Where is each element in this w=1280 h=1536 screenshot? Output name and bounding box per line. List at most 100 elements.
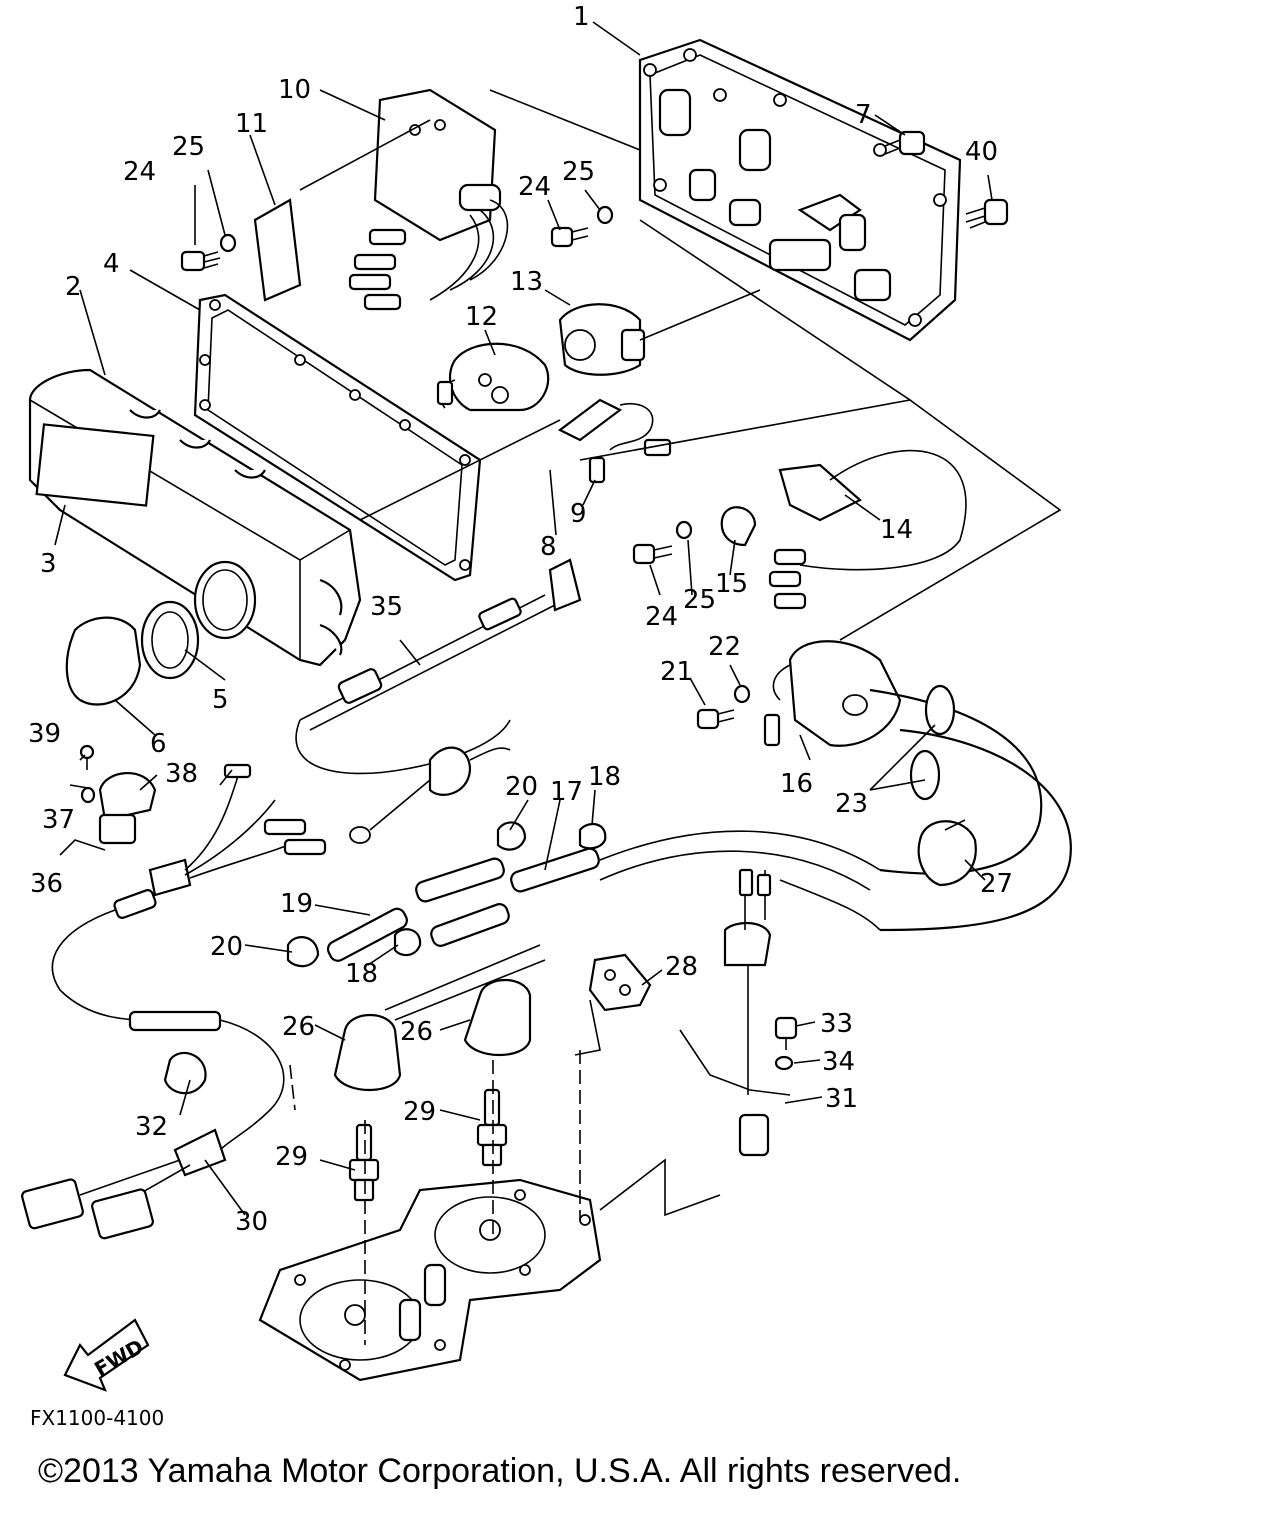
clamp-18-top <box>578 822 607 850</box>
callout-26-right: 26 <box>400 1017 433 1047</box>
part-9-fuse <box>588 456 606 484</box>
part-6-cap <box>65 616 142 706</box>
callout-19: 19 <box>280 889 313 919</box>
part-35-cable <box>295 558 582 775</box>
clamp-20-top <box>496 821 527 851</box>
washer-25-left <box>219 233 237 253</box>
grommet-wire <box>349 746 511 844</box>
callout-25-left: 25 <box>172 132 205 162</box>
callout-11: 11 <box>235 109 268 139</box>
callout-24-right: 24 <box>645 602 678 632</box>
callout-18-top: 18 <box>588 762 621 792</box>
part-15-clamp <box>720 506 757 547</box>
callout-26-left: 26 <box>282 1012 315 1042</box>
callout-15: 15 <box>715 569 748 599</box>
part-16-coil <box>763 640 902 747</box>
washer-34 <box>774 1055 794 1071</box>
callout-30: 30 <box>235 1207 268 1237</box>
part-1-electrical-box <box>638 38 962 342</box>
callout-25-right: 25 <box>683 585 716 615</box>
clamp-20-bottom <box>286 936 320 968</box>
part-23-leads <box>869 684 1072 932</box>
bolt-7 <box>884 130 926 156</box>
clamp-18-bottom <box>393 928 422 957</box>
bolt-24-mid <box>550 226 589 248</box>
callout-14: 14 <box>880 515 913 545</box>
bolt-21 <box>696 708 735 730</box>
diagram-code: FX1100-4100 <box>30 1406 164 1430</box>
part-2-cover <box>28 368 362 667</box>
part-5-ring <box>140 600 200 680</box>
callout-39: 39 <box>28 719 61 749</box>
callout-25-mid: 25 <box>562 157 595 187</box>
part-26-cap-right <box>463 978 532 1057</box>
callout-16: 16 <box>780 769 813 799</box>
copyright-notice: ©2013 Yamaha Motor Corporation, U.S.A. A… <box>38 1452 961 1490</box>
washer-22 <box>733 684 751 704</box>
callout-8: 8 <box>540 532 557 562</box>
callout-29-right: 29 <box>403 1097 436 1127</box>
callout-34: 34 <box>822 1047 855 1077</box>
callout-22: 22 <box>708 632 741 662</box>
callout-2: 2 <box>65 272 82 302</box>
callout-9: 9 <box>570 499 587 529</box>
callout-24-mid: 24 <box>518 172 551 202</box>
part-36-holder <box>98 813 137 845</box>
bolt-33 <box>774 1016 798 1050</box>
part-8-fuse-wire <box>557 398 672 457</box>
fwd-arrow-icon: FWD <box>63 1318 150 1392</box>
washer-25-right <box>675 520 693 540</box>
assembly-lines <box>289 89 1062 1345</box>
callout-17: 17 <box>550 777 583 807</box>
callout-32: 32 <box>135 1112 168 1142</box>
part-29-plug-right <box>476 1088 508 1167</box>
bolt-24-left <box>180 250 221 272</box>
callout-31: 31 <box>825 1084 858 1114</box>
callout-1: 1 <box>573 2 590 32</box>
callout-33: 33 <box>820 1009 853 1039</box>
callout-5: 5 <box>212 685 229 715</box>
callout-12: 12 <box>465 302 498 332</box>
part-31-sensor <box>679 868 791 1157</box>
part-10-rectifier <box>348 88 509 311</box>
callout-3: 3 <box>40 549 57 579</box>
callout-10: 10 <box>278 75 311 105</box>
callout-24-left: 24 <box>123 157 156 187</box>
part-26-cap-left <box>333 944 546 1092</box>
bolt-24-right <box>632 543 673 565</box>
part-32-band <box>163 1051 207 1095</box>
bolt-40 <box>965 198 1009 229</box>
callout-21: 21 <box>660 657 693 687</box>
hoses <box>326 830 881 962</box>
washer-25-mid <box>596 205 614 225</box>
callout-4: 4 <box>103 249 120 279</box>
callouts: 1 2 3 4 5 6 7 8 9 10 11 12 13 14 15 16 1… <box>28 2 1013 1237</box>
cylinder-head <box>258 1178 602 1382</box>
callout-29-left: 29 <box>275 1142 308 1172</box>
callout-23: 23 <box>835 789 868 819</box>
part-38-band <box>98 772 157 822</box>
part-27-band <box>917 819 977 887</box>
callout-20-top: 20 <box>505 772 538 802</box>
callout-7: 7 <box>855 100 872 130</box>
callout-27: 27 <box>980 869 1013 899</box>
part-14-plate <box>768 449 967 610</box>
leader-lines <box>54 21 993 1216</box>
callout-36: 36 <box>30 869 63 899</box>
part-28-bracket <box>574 953 652 1056</box>
callout-35: 35 <box>370 592 403 622</box>
part-13-holder <box>558 303 646 376</box>
part-3-label-plate <box>35 423 155 507</box>
callout-37: 37 <box>42 805 75 835</box>
part-4-gasket <box>193 293 482 582</box>
callout-38: 38 <box>165 759 198 789</box>
callout-28: 28 <box>665 952 698 982</box>
wiring-harness <box>21 763 327 1240</box>
callout-13: 13 <box>510 267 543 297</box>
part-29-plug-left <box>348 1123 380 1202</box>
callout-6: 6 <box>150 729 167 759</box>
callout-40: 40 <box>965 137 998 167</box>
callout-20-bottom: 20 <box>210 932 243 962</box>
part-12-relay <box>436 342 550 412</box>
